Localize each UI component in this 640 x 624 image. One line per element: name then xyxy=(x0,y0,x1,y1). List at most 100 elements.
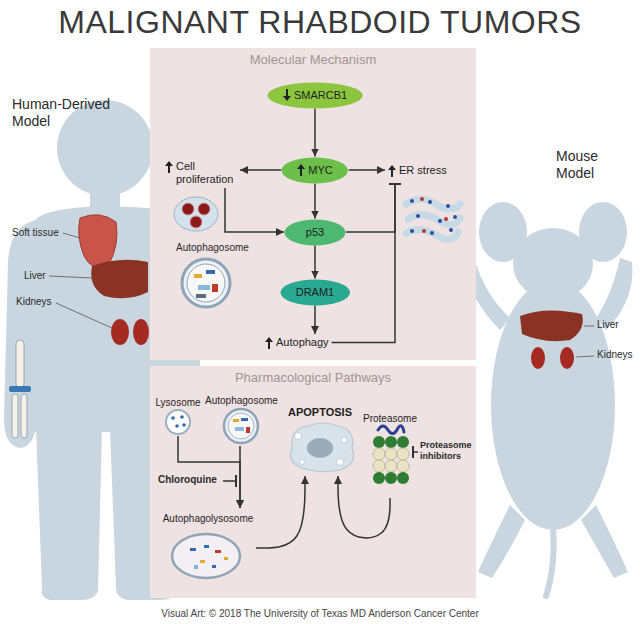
proteasome-ring xyxy=(397,448,409,460)
down-arrow-icon xyxy=(283,89,291,101)
cargo-item xyxy=(206,270,215,274)
ribosome-dot xyxy=(410,229,414,233)
organelle-item: Proteasome xyxy=(362,408,418,498)
proteasome-ring xyxy=(385,472,397,484)
panel-heading: Molecular Mechanism xyxy=(150,48,476,67)
up-arrow-icon xyxy=(165,161,173,173)
joint-band xyxy=(9,386,31,392)
arrow-connector xyxy=(314,109,316,157)
gene-name: SMARCB1 xyxy=(294,89,347,102)
child-arm xyxy=(4,220,42,448)
model-heading: Human-Derived Model xyxy=(12,96,130,130)
ellipse-outline xyxy=(282,157,348,183)
liver-organ xyxy=(520,310,583,341)
ellipse-outline xyxy=(280,279,350,305)
fragment-item xyxy=(190,548,196,551)
node-row: Lysosome xyxy=(155,392,201,410)
protein-dot xyxy=(420,197,424,201)
proteasome-ring xyxy=(385,448,397,460)
model-heading: Mouse Model xyxy=(556,148,628,182)
node-text: ER stress xyxy=(399,164,447,177)
node-row: DRAM1 xyxy=(296,286,335,299)
proteasome-ring xyxy=(385,460,397,472)
er-picture xyxy=(406,199,460,209)
drug-label: Proteasome inhibitors xyxy=(420,440,476,462)
panel-band: Molecular MechanismSMARCB1Cell prolifera… xyxy=(150,48,476,360)
autophagosome-membrane xyxy=(187,264,225,302)
enzyme-dot xyxy=(180,415,184,419)
ribosome-dot xyxy=(438,219,442,223)
leader-line xyxy=(584,326,594,327)
arrow-connector xyxy=(314,246,316,279)
liver-organ xyxy=(91,260,148,299)
node-text: APOPTOSIS xyxy=(288,406,352,419)
autophagosome-picture xyxy=(224,409,258,443)
drug-label: Chloroquine xyxy=(158,474,217,486)
arrow-connector xyxy=(314,184,316,219)
inhibitor-bar xyxy=(235,475,237,487)
kidney-organ xyxy=(560,347,574,369)
cargo-item xyxy=(235,427,244,431)
enzyme-dot xyxy=(175,424,179,428)
mouse-leg xyxy=(478,505,525,578)
organ-label: Soft tissue xyxy=(12,227,59,239)
proteasome-ring xyxy=(373,460,385,472)
arrow-connector xyxy=(178,436,240,508)
node-text: Autophagolysosome xyxy=(163,513,254,525)
arrow-connector xyxy=(256,476,305,548)
arrow-connector xyxy=(338,476,390,538)
cargo-item xyxy=(196,294,206,298)
mouse-arm xyxy=(596,258,632,330)
soft-tissue-organ xyxy=(79,215,117,268)
outcome-text: ER stress xyxy=(385,162,450,179)
ribosome-dot xyxy=(416,214,420,218)
node-row: Autophagolysosome xyxy=(161,508,255,526)
autophagolysosome-picture xyxy=(172,534,240,578)
node-row: ER stress xyxy=(388,164,447,177)
gene-name: DRAM1 xyxy=(296,286,335,299)
fragment-item xyxy=(212,565,216,568)
credit-caption: Visual Art: © 2018 The University of Tex… xyxy=(0,607,640,620)
ribosome-dot xyxy=(430,231,434,235)
organ-label: Kidneys xyxy=(16,296,52,308)
proteasome-ring xyxy=(373,448,385,460)
child-head xyxy=(57,100,153,196)
node-row: Autophagy xyxy=(265,336,329,349)
arrow-connector xyxy=(349,169,385,171)
inhibition-connector xyxy=(346,184,395,232)
node-row: Proteasome xyxy=(363,408,417,426)
lysosome-picture xyxy=(166,410,190,434)
inhibitor-line xyxy=(223,480,236,482)
panel-ground xyxy=(150,48,476,360)
up-arrow-icon xyxy=(265,337,273,349)
protein-dot xyxy=(444,217,448,221)
outcome-item: APOPTOSIS xyxy=(282,402,358,476)
inhibition-connector xyxy=(332,184,395,343)
enzyme-dot xyxy=(182,423,186,427)
fragment-item xyxy=(204,545,209,548)
cargo-item xyxy=(233,419,239,422)
apoptotic-bleb xyxy=(341,437,347,443)
up-arrow-icon xyxy=(388,165,396,177)
autophagosome-picture xyxy=(182,259,230,307)
node-text: Proteasome xyxy=(363,413,417,425)
ellipse-outline xyxy=(285,219,346,245)
mouse-tail xyxy=(546,528,554,596)
cargo-item xyxy=(194,274,202,278)
ellipse-outline xyxy=(267,82,362,108)
node-row: MYC xyxy=(297,164,332,177)
proteasome-ring xyxy=(397,436,409,448)
gene-name: MYC xyxy=(308,164,332,177)
node-row: Cell proliferation xyxy=(165,160,237,186)
gene-ellipse: p53 xyxy=(284,219,346,246)
apoptotic-bleb xyxy=(295,433,302,440)
mouse-leg xyxy=(581,505,628,578)
cargo-item xyxy=(241,418,248,421)
proteasome-ring xyxy=(373,472,385,484)
node-text: Cell proliferation xyxy=(176,160,237,186)
cell-picture xyxy=(174,197,218,231)
gene-ellipse: DRAM1 xyxy=(280,279,351,306)
node-row: Autophagosome xyxy=(205,390,278,408)
arrow-connector xyxy=(314,306,316,335)
leader-line xyxy=(56,303,112,328)
